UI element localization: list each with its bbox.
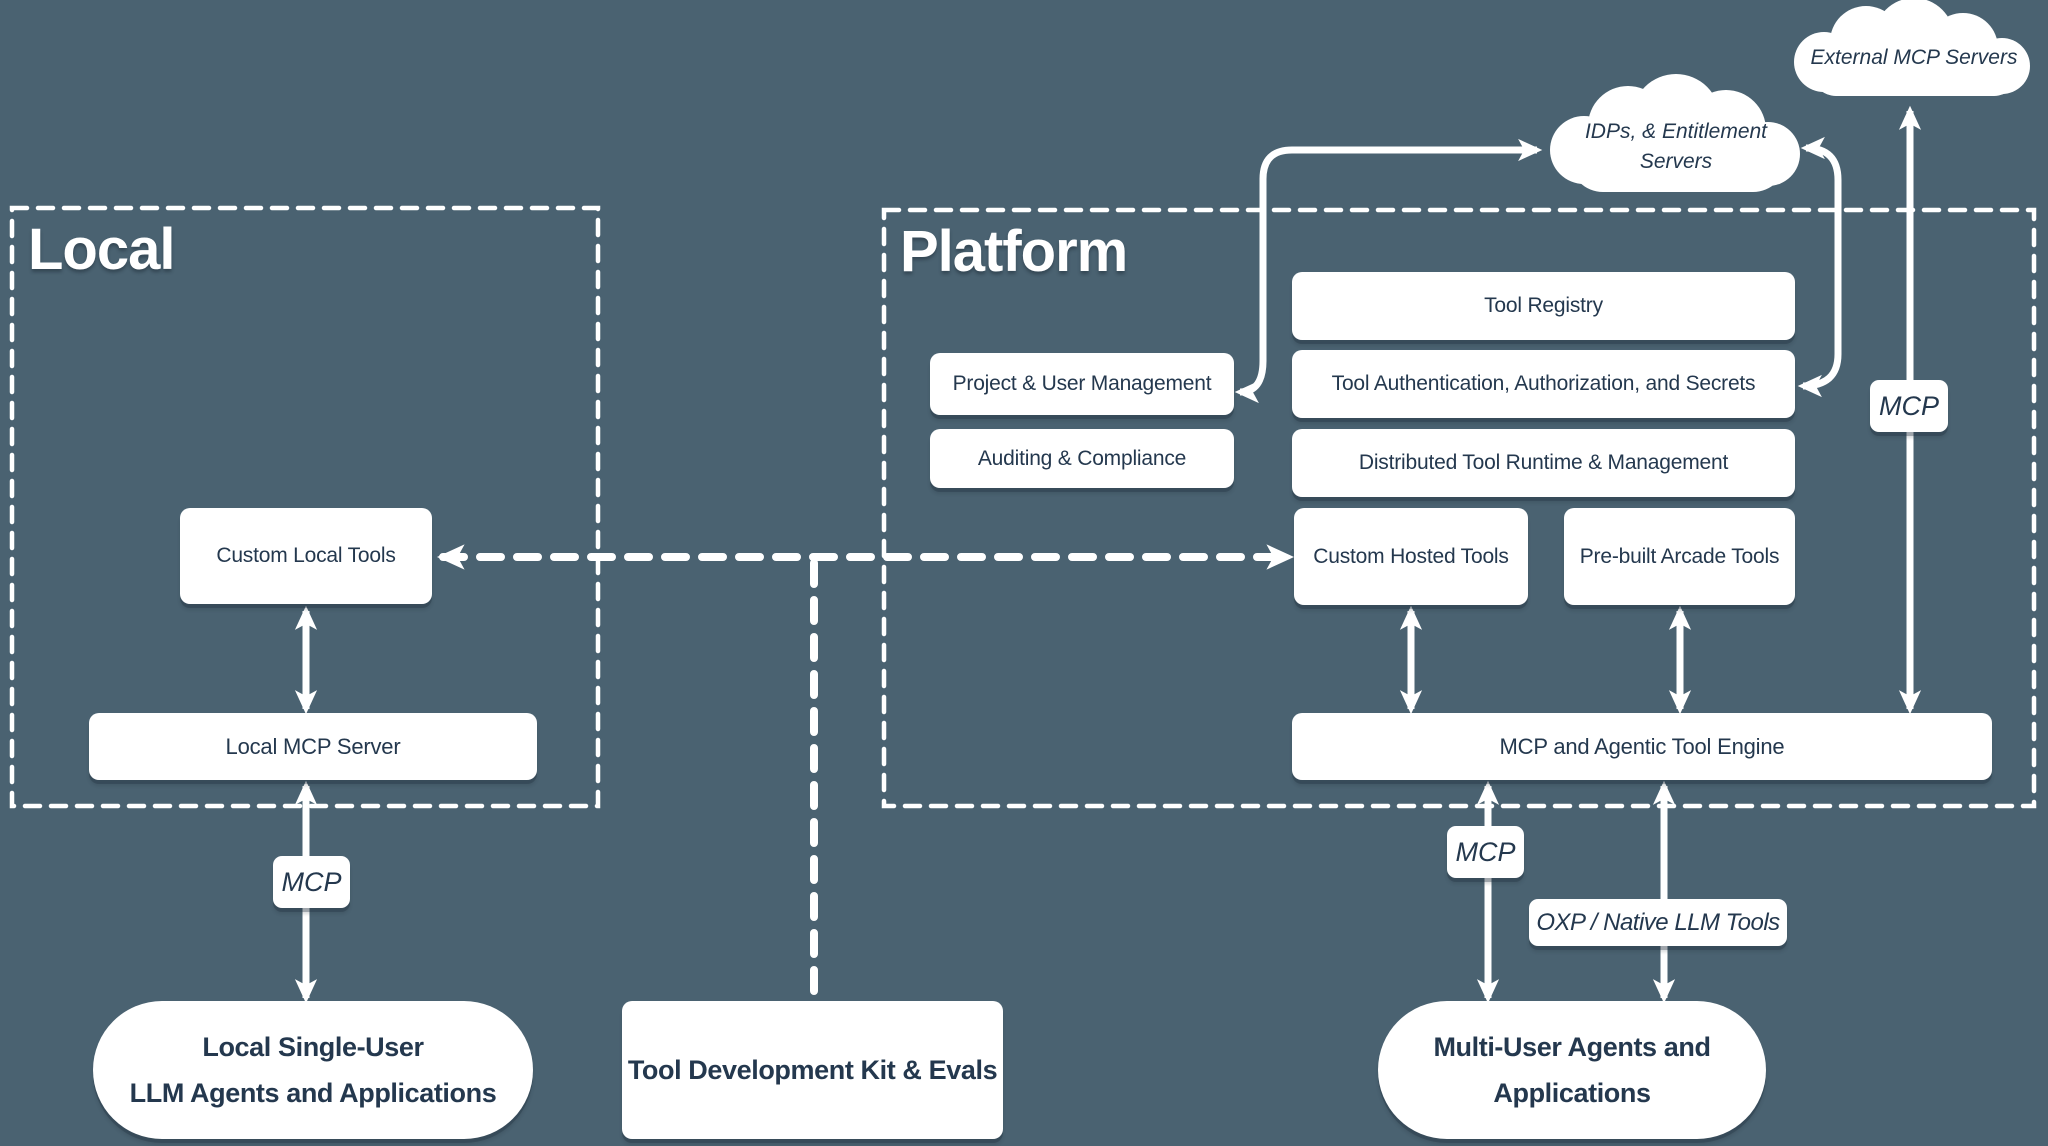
- tag-mcp-platform: MCP: [1447, 826, 1524, 878]
- local-region-border: [9, 205, 601, 809]
- terminal-tool-development-kit: Tool Development Kit & Evals: [622, 1001, 1003, 1139]
- node-auditing-compliance: Auditing & Compliance: [930, 429, 1234, 488]
- tag-mcp-external: MCP: [1870, 380, 1948, 432]
- node-distributed-tool-runtime: Distributed Tool Runtime & Management: [1292, 429, 1795, 497]
- idps-cloud: [1550, 74, 1800, 192]
- node-tool-authentication: Tool Authentication, Authorization, and …: [1292, 350, 1795, 418]
- node-custom-hosted-tools: Custom Hosted Tools: [1294, 508, 1528, 605]
- node-prebuilt-arcade-tools: Pre-built Arcade Tools: [1564, 508, 1795, 605]
- terminal-multi-user-agents: Multi-User Agents and Applications: [1378, 1001, 1766, 1139]
- node-mcp-agentic-tool-engine: MCP and Agentic Tool Engine: [1292, 713, 1992, 780]
- tag-oxp-native-llm-tools: OXP / Native LLM Tools: [1529, 899, 1787, 946]
- node-local-mcp-server: Local MCP Server: [89, 713, 537, 780]
- tag-mcp-local: MCP: [273, 856, 350, 908]
- idps-cloud-label: IDPs, & Entitlement Servers: [1584, 120, 1768, 173]
- local-region-title: Local: [28, 217, 175, 282]
- arrow-tool-auth-to-idps: [1797, 136, 1842, 398]
- external-mcp-servers-cloud-label: External MCP Servers: [1810, 46, 2018, 69]
- node-tool-registry: Tool Registry: [1292, 272, 1795, 340]
- node-custom-local-tools: Custom Local Tools: [180, 508, 432, 604]
- platform-region-title: Platform: [900, 219, 1128, 284]
- arrow-project-to-idps: [1234, 138, 1543, 404]
- terminal-local-agents: Local Single-User LLM Agents and Applica…: [93, 1001, 533, 1139]
- node-project-user-management: Project & User Management: [930, 353, 1234, 415]
- external-mcp-servers-cloud: [1794, 0, 2030, 96]
